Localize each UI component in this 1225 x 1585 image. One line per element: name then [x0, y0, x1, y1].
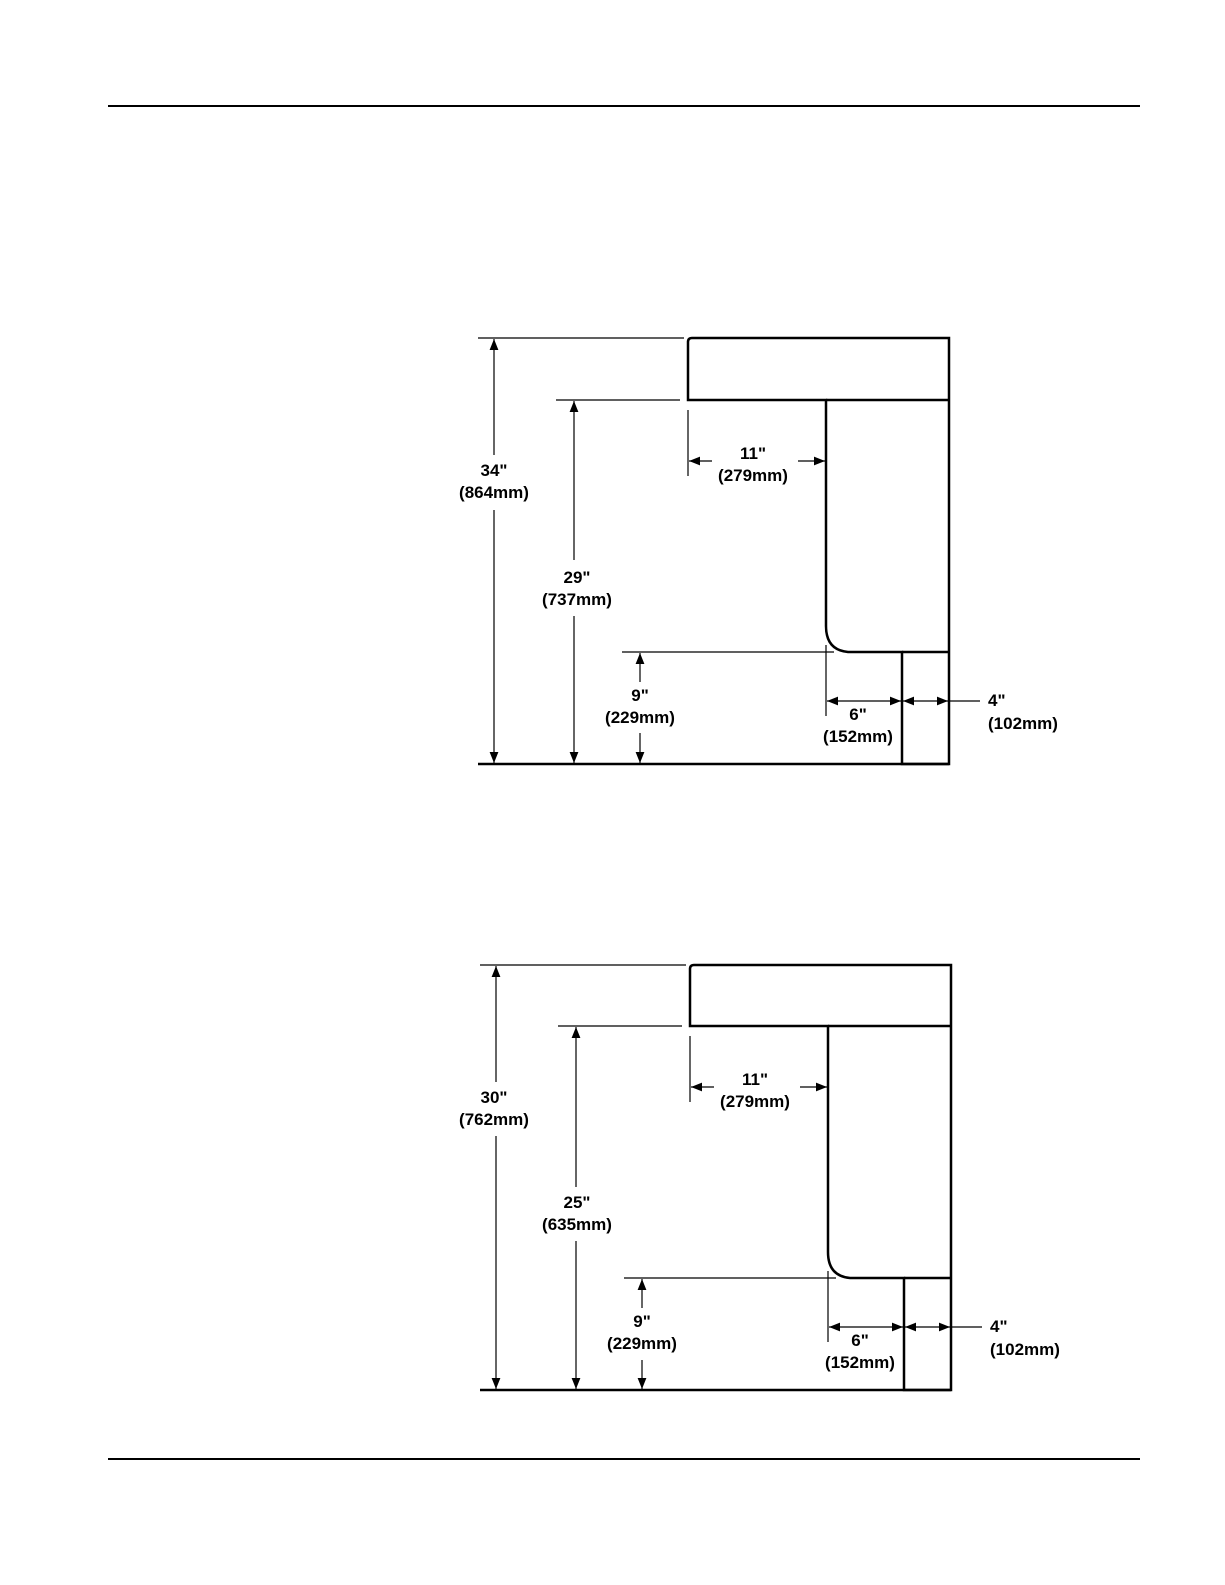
figure-upper-overall-mm: (864mm): [459, 483, 529, 502]
figure-lower-depth-in: 11": [742, 1070, 768, 1089]
figure-lower-overall-mm: (762mm): [459, 1110, 529, 1129]
figure-lower-toe-dim: 9" (229mm): [607, 1279, 677, 1389]
figure-upper-depth-in: 11": [740, 444, 766, 463]
figure-upper: 34" (864mm) 29" (737mm) 9" (229mm) 11" (…: [459, 338, 1058, 764]
figure-upper-toe-mm: (229mm): [605, 708, 675, 727]
figure-lower-knee-dim: 25" (635mm): [542, 1027, 612, 1389]
figure-lower: 30" (762mm) 25" (635mm) 9" (229mm) 11" (…: [459, 965, 1060, 1390]
figure-lower-toe-back-in: 4": [990, 1317, 1008, 1336]
figure-lower-depth-dim: 11" (279mm): [691, 1070, 827, 1111]
figure-upper-toe-dim: 9" (229mm): [605, 653, 675, 763]
figure-upper-depth-mm: (279mm): [718, 466, 788, 485]
figure-upper-overall-in: 34": [481, 461, 508, 480]
figure-lower-overall-in: 30": [481, 1088, 508, 1107]
figure-upper-knee-in: 29": [564, 568, 591, 587]
figure-upper-toe-depth-dim: 6" (152mm): [823, 701, 901, 746]
figure-upper-toe-back-mm: (102mm): [988, 714, 1058, 733]
figure-upper-knee-mm: (737mm): [542, 590, 612, 609]
figure-lower-knee-in: 25": [564, 1193, 591, 1212]
figure-upper-toe-back-in: 4": [988, 691, 1006, 710]
figure-upper-overall-dim: 34" (864mm): [459, 339, 529, 763]
figure-lower-depth-mm: (279mm): [720, 1092, 790, 1111]
figure-upper-knee-dim: 29" (737mm): [542, 401, 612, 763]
figure-lower-toe-depth-mm: (152mm): [825, 1353, 895, 1372]
figure-upper-toe-in: 9": [631, 686, 649, 705]
figure-lower-toe-in: 9": [633, 1312, 651, 1331]
figure-lower-toe-back-mm: (102mm): [990, 1340, 1060, 1359]
figure-upper-outline: [688, 338, 949, 764]
figure-lower-toe-depth-dim: 6" (152mm): [825, 1327, 903, 1372]
figure-lower-overall-dim: 30" (762mm): [459, 966, 529, 1389]
figure-lower-outline: [690, 965, 951, 1390]
figure-upper-toe-depth-in: 6": [849, 705, 867, 724]
figure-lower-knee-mm: (635mm): [542, 1215, 612, 1234]
figure-upper-toe-depth-mm: (152mm): [823, 727, 893, 746]
figure-lower-toe-mm: (229mm): [607, 1334, 677, 1353]
figure-upper-depth-dim: 11" (279mm): [689, 444, 825, 485]
figure-lower-toe-depth-in: 6": [851, 1331, 869, 1350]
